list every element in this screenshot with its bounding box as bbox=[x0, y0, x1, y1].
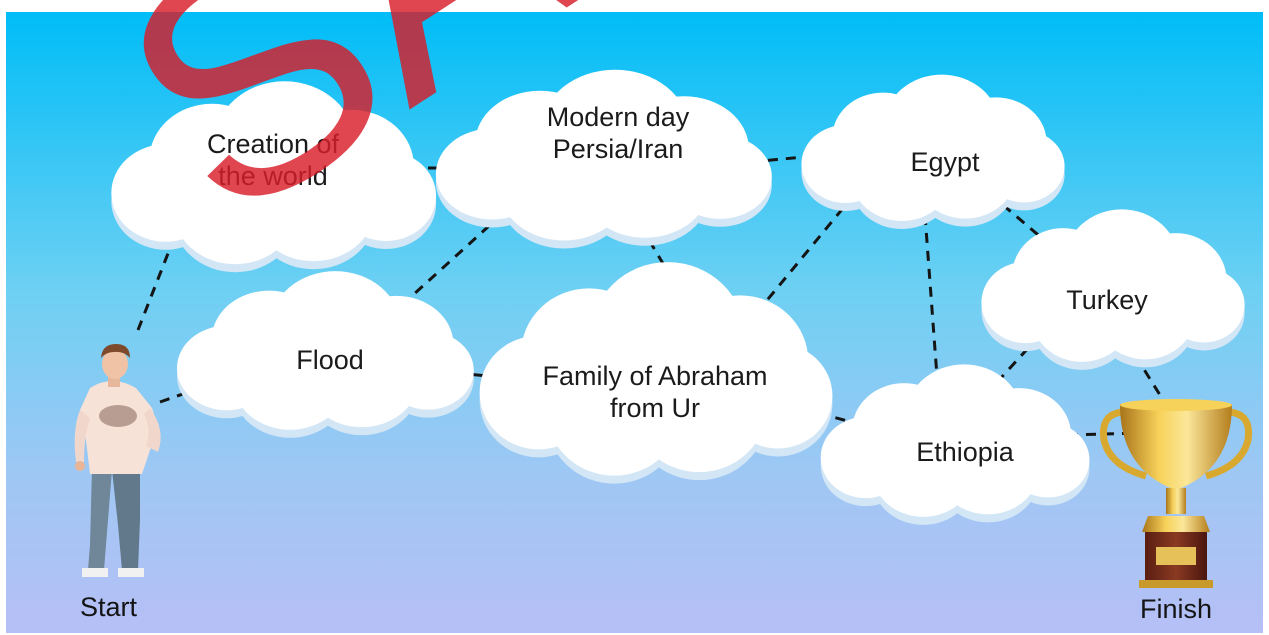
cloud-icon bbox=[801, 74, 1065, 229]
cloud-icon bbox=[435, 69, 772, 249]
edge-start-flood bbox=[159, 386, 201, 404]
node-label: Modern day bbox=[547, 102, 690, 132]
trophy-icon bbox=[1099, 399, 1253, 588]
node-egypt: Egypt bbox=[801, 74, 1065, 229]
finish-label: Finish bbox=[1140, 594, 1213, 624]
edge-abraham-egypt bbox=[743, 189, 860, 328]
node-ethiopia: Ethiopia bbox=[820, 364, 1090, 525]
node-label: Creation of bbox=[207, 129, 340, 159]
edge-egypt-ethiopia bbox=[923, 214, 940, 391]
cloud-icon bbox=[981, 209, 1245, 370]
node-label: Egypt bbox=[910, 147, 980, 177]
node-flood: Flood bbox=[176, 271, 474, 438]
cloud-icon bbox=[111, 81, 437, 273]
edge-flood-persia bbox=[400, 203, 514, 307]
start-label: Start bbox=[80, 592, 138, 622]
cloud-icon bbox=[176, 271, 474, 438]
node-label: Flood bbox=[296, 345, 364, 375]
cloud-icon bbox=[479, 262, 833, 484]
node-label: Turkey bbox=[1066, 285, 1148, 315]
person-icon bbox=[74, 344, 161, 577]
cloud-icon bbox=[820, 364, 1090, 525]
node-label: Persia/Iran bbox=[553, 134, 684, 164]
node-turkey: Turkey bbox=[981, 209, 1245, 370]
node-label: from Ur bbox=[610, 393, 700, 423]
node-label: the world bbox=[218, 161, 328, 191]
node-label: Ethiopia bbox=[916, 437, 1015, 467]
edge-persia-abraham bbox=[638, 224, 682, 293]
node-label: Family of Abraham bbox=[542, 361, 767, 391]
